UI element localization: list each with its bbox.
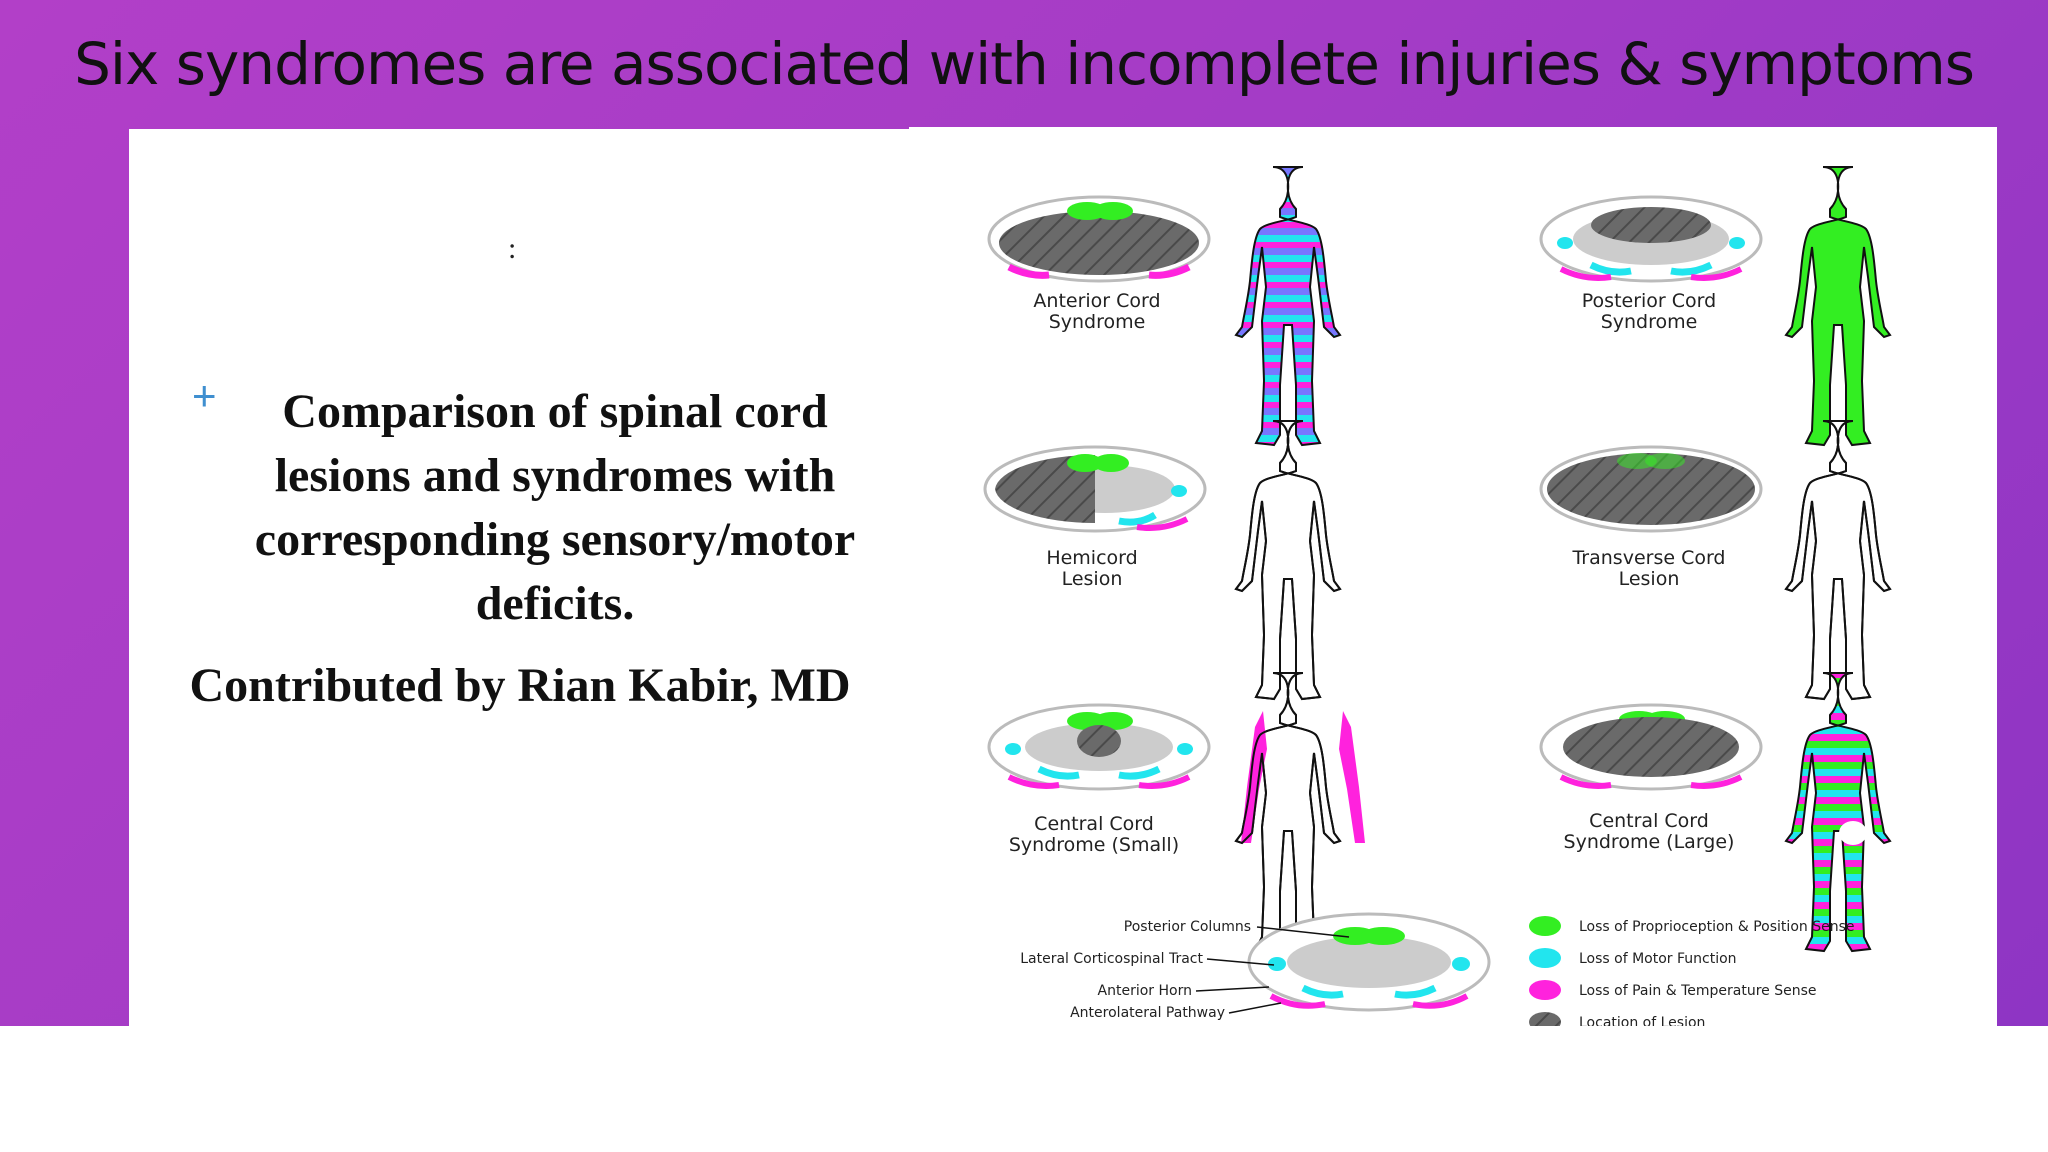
- syndrome-label-1a: Anterior Cord: [1033, 290, 1160, 312]
- syndrome-label-2b: Syndrome: [1601, 311, 1698, 333]
- magenta-dot-icon: [1529, 980, 1561, 1000]
- spinal-syndromes-figure: Anterior Cord Syndrome Posterior Cord Sy…: [983, 166, 1891, 1032]
- legend-label-1: Loss of Proprioception & Position Sense: [1579, 919, 1854, 935]
- green-dot-icon: [1529, 916, 1561, 936]
- syndrome-label-5b: Syndrome (Small): [1009, 834, 1179, 856]
- pointer-line: [1228, 1002, 1282, 1014]
- syndrome-label-3a: Hemicord: [1046, 547, 1137, 569]
- credit-text: Contributed by Rian Kabir, MD: [189, 659, 851, 712]
- legend-label-4: Location of Lesion: [1579, 1015, 1705, 1026]
- label-anterior-horn: Anterior Horn: [1098, 983, 1192, 999]
- central-cord-small-diagram: [987, 703, 1211, 791]
- syndrome-label-5a: Central Cord: [1034, 813, 1154, 835]
- legend: Loss of Proprioception & Position Sense …: [1529, 916, 1854, 1032]
- bullet-text: Comparison of spinal cord lesions and sy…: [254, 385, 856, 630]
- syndrome-label-4b: Lesion: [1619, 568, 1680, 590]
- hatched-gray-dot-icon: [1529, 1012, 1561, 1032]
- colon-text: :: [508, 232, 517, 265]
- pointer-line: [1206, 958, 1275, 966]
- label-lateral-corticospinal: Lateral Corticospinal Tract: [1020, 951, 1203, 967]
- anterior-cord-body: [1235, 166, 1341, 446]
- hemicord-diagram: [983, 445, 1207, 533]
- anterior-cord-diagram: [987, 195, 1211, 283]
- transverse-cord-diagram: [1539, 445, 1763, 533]
- slide-title: Six syndromes are associated with incomp…: [74, 30, 1975, 98]
- central-cord-large-diagram: [1539, 703, 1763, 791]
- central-cord-small-body: [1235, 672, 1365, 952]
- posterior-cord-body: [1785, 166, 1891, 446]
- transverse-cord-body: [1785, 420, 1891, 700]
- figure-panel: Anterior Cord Syndrome Posterior Cord Sy…: [909, 127, 1997, 1032]
- syndrome-label-6b: Syndrome (Large): [1564, 831, 1735, 853]
- syndrome-label-2a: Posterior Cord: [1582, 290, 1716, 312]
- pointer-line: [1256, 926, 1350, 938]
- bullet-item: + Comparison of spinal cord lesions and …: [180, 372, 900, 636]
- syndrome-label-6a: Central Cord: [1589, 810, 1709, 832]
- hemicord-body: [1235, 420, 1341, 700]
- reference-cord-diagram: [1247, 912, 1491, 1012]
- syndrome-label-4a: Transverse Cord: [1571, 547, 1725, 569]
- label-anterolateral: Anterolateral Pathway: [1070, 1005, 1225, 1021]
- central-cord-large-body: [1785, 672, 1891, 952]
- pointer-line: [1195, 986, 1270, 992]
- syndrome-label-3b: Lesion: [1062, 568, 1123, 590]
- label-posterior-columns: Posterior Columns: [1124, 919, 1251, 935]
- syndrome-label-1b: Syndrome: [1049, 311, 1146, 333]
- text-panel: [129, 129, 909, 1026]
- legend-label-2: Loss of Motor Function: [1579, 951, 1737, 967]
- cyan-dot-icon: [1529, 948, 1561, 968]
- legend-label-3: Loss of Pain & Temperature Sense: [1579, 983, 1817, 999]
- plus-bullet-icon: +: [192, 372, 217, 419]
- posterior-cord-diagram: [1539, 195, 1763, 283]
